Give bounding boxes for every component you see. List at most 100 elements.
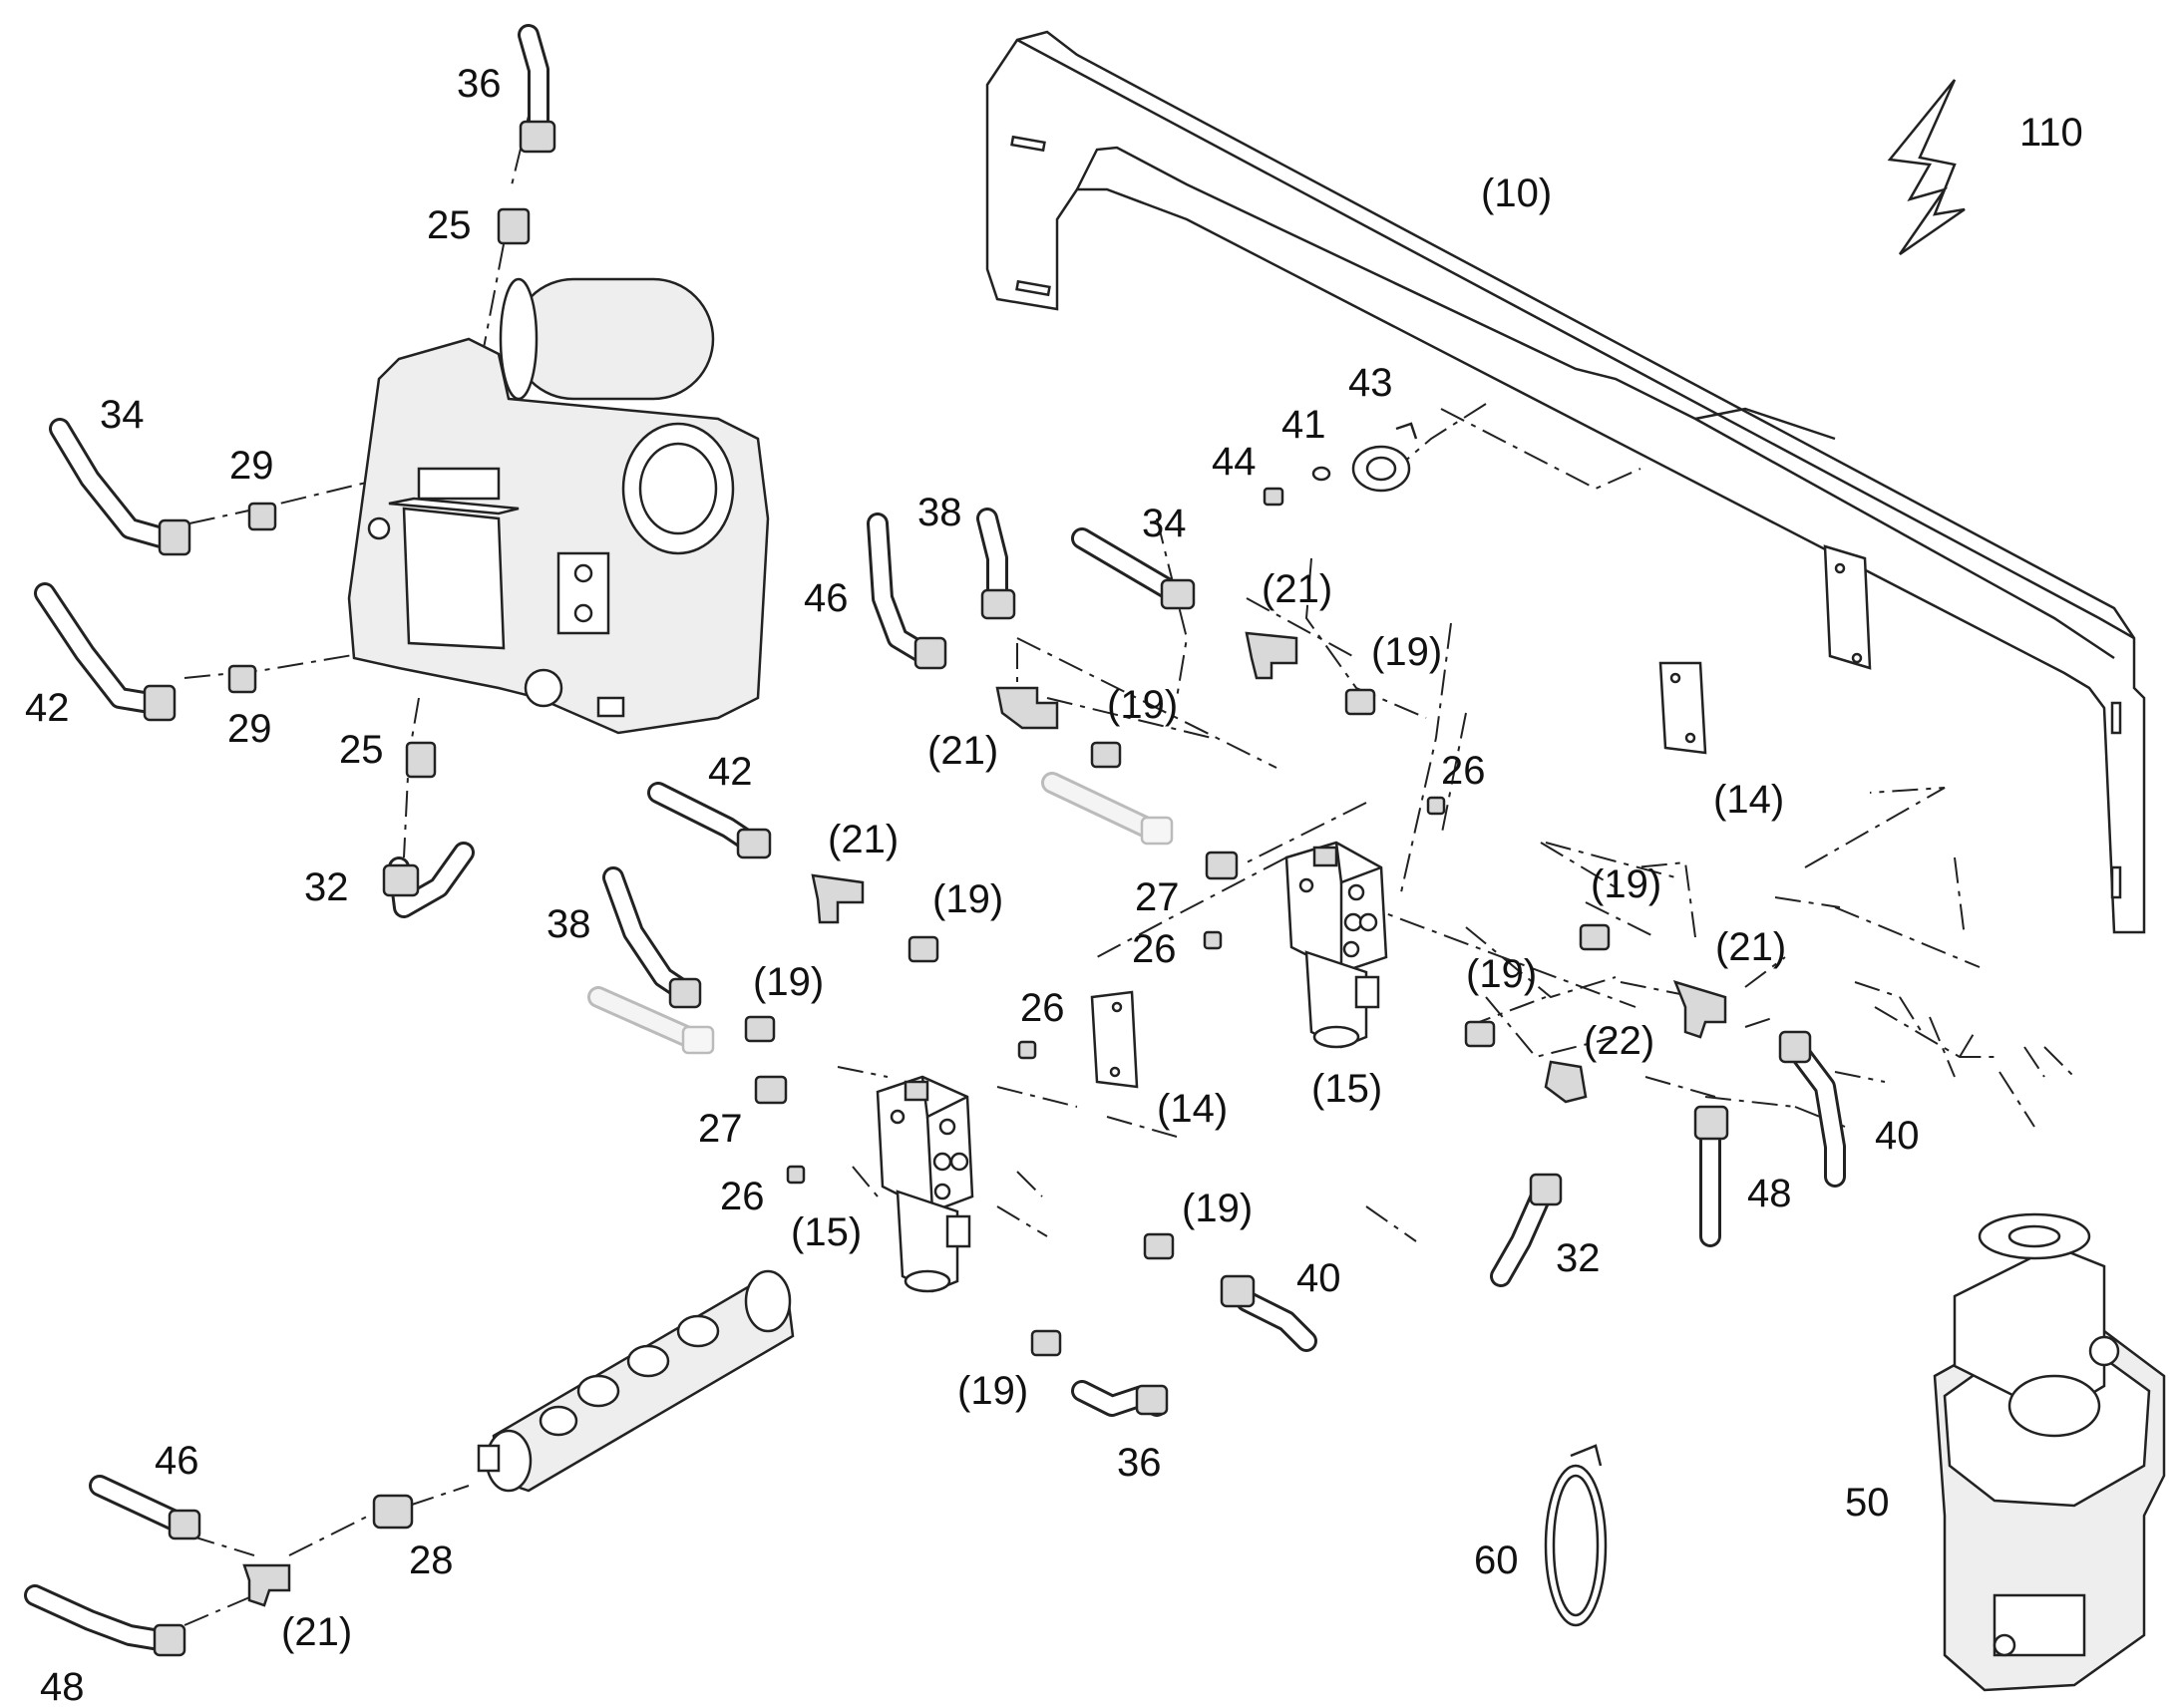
label-38-top: 38 xyxy=(917,491,962,534)
elbow-36-bottom xyxy=(1071,1380,1169,1417)
label-110: 110 xyxy=(2019,111,2083,155)
label-21-b: (21) xyxy=(927,729,998,773)
label-40-right: 40 xyxy=(1875,1114,1920,1158)
washer-41 xyxy=(1311,466,1331,482)
elbow-22 xyxy=(1544,1060,1588,1104)
tee-21-c xyxy=(811,873,865,924)
fitting-27-b xyxy=(754,1075,788,1105)
label-46-mid: 46 xyxy=(804,576,849,620)
hose-42-mid xyxy=(647,782,772,859)
label-27-b: 27 xyxy=(698,1107,743,1151)
label-19-b: (19) xyxy=(1107,683,1178,727)
label-36-bottom: 36 xyxy=(1117,1441,1162,1485)
label-43: 43 xyxy=(1348,361,1393,405)
fitting-19-e xyxy=(744,1015,776,1043)
motor-unit-50 xyxy=(1933,1212,2166,1692)
label-40-mid: 40 xyxy=(1296,1256,1341,1300)
mounting-frame xyxy=(985,30,2146,934)
label-19-e: (19) xyxy=(753,960,824,1004)
hose-34-mid xyxy=(1071,527,1196,610)
fitting-19-g xyxy=(1143,1232,1175,1260)
fitting-19-f xyxy=(1464,1020,1496,1048)
hose-38-top xyxy=(976,508,1016,620)
bracket-14-mid xyxy=(1090,990,1139,1089)
label-19-h: (19) xyxy=(957,1369,1028,1413)
label-19-c: (19) xyxy=(932,877,1003,921)
label-27-a: 27 xyxy=(1135,875,1180,919)
hose-46-mid xyxy=(867,512,947,670)
label-22: (22) xyxy=(1584,1019,1654,1063)
label-21-d: (21) xyxy=(1715,925,1786,969)
valve-block-15-right xyxy=(1284,841,1388,1049)
hose-40-mid xyxy=(1220,1274,1317,1352)
hose-46-bottom xyxy=(89,1475,201,1540)
label-19-f: (19) xyxy=(1466,952,1537,996)
label-32-mid: 32 xyxy=(1556,1236,1601,1280)
label-29-b: 29 xyxy=(227,707,272,751)
hose-38-mid xyxy=(602,866,702,1009)
label-46-bottom: 46 xyxy=(155,1439,199,1483)
hose-48-right xyxy=(1693,1105,1729,1247)
label-60: 60 xyxy=(1474,1538,1519,1582)
label-25-bottom: 25 xyxy=(339,728,384,772)
plug-26-b xyxy=(1203,930,1223,950)
ghost-hose-upper xyxy=(1041,772,1174,846)
fitting-29-a xyxy=(247,502,277,531)
seal-ring-60 xyxy=(1544,1444,1608,1627)
valve-block-15-left xyxy=(876,1075,974,1293)
label-19-g: (19) xyxy=(1182,1187,1253,1230)
label-42-left: 42 xyxy=(25,686,70,730)
plug-26-d xyxy=(786,1165,806,1185)
label-21-a: (21) xyxy=(1262,567,1332,611)
label-14-right: (14) xyxy=(1713,778,1784,822)
label-36-top: 36 xyxy=(457,62,502,106)
hose-36-top xyxy=(518,24,556,154)
label-15-left: (15) xyxy=(791,1210,862,1254)
label-26-a: 26 xyxy=(1441,749,1486,793)
fitting-19-h xyxy=(1030,1329,1062,1357)
label-26-c: 26 xyxy=(1020,986,1065,1030)
hose-32-mid xyxy=(1490,1173,1563,1287)
plug-26-a xyxy=(1426,796,1446,816)
label-34-mid: 34 xyxy=(1142,502,1187,545)
screw-44 xyxy=(1263,487,1284,507)
label-42-mid: 42 xyxy=(708,750,753,794)
ghost-hose-lower xyxy=(587,986,715,1055)
fitting-25-bottom xyxy=(405,741,437,779)
cylinder-manifold xyxy=(477,1269,795,1493)
fitting-27-a xyxy=(1205,851,1239,880)
label-21-e: (21) xyxy=(281,1610,352,1654)
label-15-right: (15) xyxy=(1311,1067,1382,1111)
tee-21-d xyxy=(1672,980,1727,1039)
hose-40-right xyxy=(1778,1030,1846,1188)
label-26-d: 26 xyxy=(720,1175,765,1218)
fitting-19-a xyxy=(1344,688,1376,716)
label-25-top: 25 xyxy=(427,203,472,247)
label-32-left: 32 xyxy=(304,865,349,909)
hydraulic-pump xyxy=(347,277,770,735)
label-21-c: (21) xyxy=(828,818,899,861)
hose-34-left xyxy=(49,418,191,556)
fitting-19-b xyxy=(1090,741,1122,769)
label-frame-10: (10) xyxy=(1481,171,1552,215)
tee-21-e xyxy=(242,1563,291,1607)
clamp-43 xyxy=(1351,422,1418,493)
label-19-d: (19) xyxy=(1591,862,1661,906)
fitting-25-top xyxy=(497,207,531,245)
label-38-mid: 38 xyxy=(546,902,591,946)
fitting-19-c xyxy=(908,935,939,963)
label-19-a: (19) xyxy=(1371,630,1442,674)
fitting-29-b xyxy=(227,664,257,694)
label-14-mid: (14) xyxy=(1157,1087,1228,1131)
elbow-32-left xyxy=(382,842,475,918)
label-28: 28 xyxy=(409,1538,454,1582)
bracket-14-right xyxy=(1658,661,1707,755)
label-34-left: 34 xyxy=(100,393,145,437)
fitting-28 xyxy=(372,1494,414,1530)
assembly-lines xyxy=(183,54,2075,1626)
label-48-right: 48 xyxy=(1747,1172,1792,1215)
lightning-bolt-icon xyxy=(1887,79,1966,256)
tee-21-a xyxy=(995,686,1059,730)
callout-labels: (10) 36 25 34 29 42 29 25 32 43 41 44 38… xyxy=(25,62,1920,1708)
